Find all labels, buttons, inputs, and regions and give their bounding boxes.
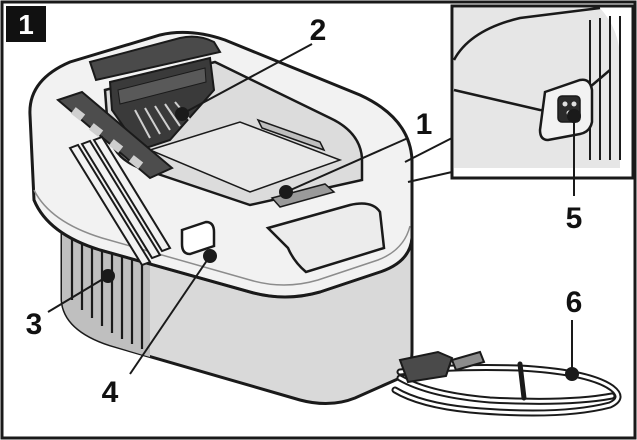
side-grip — [68, 135, 172, 267]
lid-rim-inner — [33, 189, 411, 286]
callout-number-charge-indicator: 4 — [102, 376, 119, 409]
rear-handle — [88, 35, 222, 82]
callout-number-power-cord: 6 — [566, 286, 583, 319]
callout-number-charging-slot: 1 — [416, 108, 433, 141]
well-floor — [147, 121, 343, 193]
lid-rim — [32, 199, 414, 299]
figure-number-badge: 1 — [6, 6, 46, 42]
front-latch — [265, 202, 386, 274]
callout-number-battery-contacts: 2 — [310, 14, 327, 47]
charge-indicator-led — [180, 220, 216, 256]
callout-number-ventilation-slots: 3 — [26, 308, 43, 341]
inset-link-lower — [407, 171, 453, 183]
battery-contacts — [108, 56, 216, 152]
guide-rail-lower — [270, 183, 336, 208]
charger-body — [28, 30, 414, 405]
callouts — [47, 43, 581, 381]
callout-number-power-socket: 5 — [566, 202, 583, 235]
power-cord — [391, 350, 622, 417]
inset-link-upper — [404, 137, 453, 163]
guide-rail-upper — [256, 118, 326, 152]
socket-inset — [450, 4, 635, 180]
badge-background — [6, 6, 46, 42]
led-indicator-panel — [55, 90, 174, 180]
figure-number: 1 — [18, 9, 34, 40]
